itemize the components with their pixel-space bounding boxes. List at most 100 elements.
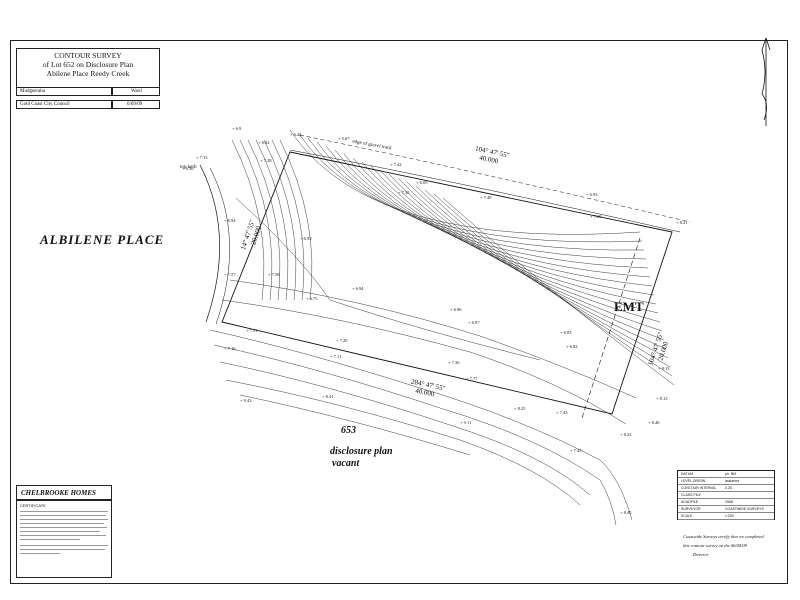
- contour-lines: [231, 129, 675, 386]
- spot-level: + 8.22: [620, 432, 632, 437]
- spot-level: + 7.51: [246, 328, 258, 333]
- info-row: CLASS FILE: [678, 492, 774, 499]
- info-value: 1:200: [725, 514, 734, 518]
- certificate-text: [20, 515, 106, 516]
- contour-line: [370, 165, 659, 314]
- note-line-2: this contour survey on the 06/09/09: [683, 543, 747, 548]
- spot-level: + 8.41: [322, 394, 334, 399]
- spot-level: + 7.35: [398, 190, 410, 195]
- contour-line: [271, 139, 305, 301]
- spot-level: + 8.46: [648, 420, 660, 425]
- spot-level: + 7.77: [466, 376, 478, 381]
- certificate-text: [20, 531, 100, 532]
- certificate-heading: CERTIFICATE: [20, 503, 46, 508]
- info-value: COASTWIDE SURVEYS: [725, 507, 764, 511]
- title-line-1: CONTOUR SURVEY: [54, 51, 122, 60]
- contour-line: [239, 139, 273, 301]
- info-key: CLASS FILE: [681, 493, 701, 497]
- contour-line: [263, 139, 297, 301]
- county-field: Ward: [112, 87, 160, 96]
- contour-line: [343, 153, 653, 287]
- spot-level: + 6.93: [586, 192, 598, 197]
- spot-level: + 7.15: [196, 155, 208, 160]
- info-value: 2558: [725, 500, 733, 504]
- contour-line: [298, 133, 643, 243]
- contour-line: [433, 193, 673, 377]
- spot-level: + 8.13: [658, 366, 670, 371]
- certificate-text: [20, 539, 80, 540]
- certificate-text: [20, 549, 105, 550]
- kerb-line-inner: [209, 167, 230, 325]
- spot-level: + 6.82: [566, 344, 578, 349]
- contour-line: [255, 139, 289, 301]
- spot-level: + 7.28: [260, 158, 272, 163]
- contour-line: [334, 149, 651, 278]
- contour-line: [442, 197, 675, 386]
- spot-level: + 9.11: [460, 420, 472, 425]
- spot-level: + 7.45: [570, 448, 582, 453]
- lot-boundary: [221, 151, 673, 415]
- local-authority-field: Gold Coast City Council: [16, 100, 112, 109]
- info-key: SURVEYOR: [681, 507, 701, 511]
- spot-level: + 7.43: [556, 410, 568, 415]
- spot-level: + 5.67: [338, 136, 350, 141]
- county-value: Ward: [131, 89, 142, 94]
- certificate-box: CERTIFICATE: [16, 500, 112, 578]
- contour-line: [397, 177, 665, 341]
- certification-note: Coastwide Surveys certify that we comple…: [683, 532, 764, 559]
- parish-field: Mudgeeraba: [16, 87, 112, 96]
- certificate-text: [20, 519, 108, 520]
- contour-line: [388, 173, 663, 332]
- contour-line: [361, 161, 657, 305]
- contour-line: [289, 129, 641, 235]
- info-key: ACADFILE: [681, 500, 699, 504]
- title-line-2: of Lot 652 on Disclosure Plan: [42, 60, 134, 69]
- spot-level: + 6.94: [352, 286, 364, 291]
- info-row: DATUM ph. BM: [678, 471, 774, 478]
- certificate-text: [20, 523, 104, 524]
- certificate-text: [20, 553, 60, 554]
- spot-level: + 7.42: [390, 162, 402, 167]
- spot-level: + 7.36: [448, 360, 460, 365]
- kerb-line: [199, 164, 220, 323]
- title-line-3: Abilene Place Reedy Creek: [46, 69, 130, 78]
- company-name: CHELBROOKE HOMES: [16, 485, 112, 500]
- spot-level: + 6.96: [450, 307, 462, 312]
- lot-line-1: disclosure plan: [330, 446, 393, 457]
- info-value: ph. BM: [725, 472, 737, 476]
- spot-level: + 7.49: [480, 195, 492, 200]
- spot-level: + 6.94: [224, 218, 236, 223]
- spot-level: + 7.00: [590, 214, 602, 219]
- contour-line: [406, 181, 667, 350]
- spot-level: + 7.58: [268, 272, 280, 277]
- certificate-text: [20, 511, 108, 512]
- certificate-text: [20, 527, 107, 528]
- note-line-1: Coastwide Surveys certify that we comple…: [683, 534, 764, 539]
- lot-number: 653: [341, 425, 356, 436]
- date-field: 6/09/09: [112, 100, 160, 109]
- spot-level: + 7.11: [330, 354, 342, 359]
- spot-level: + 7.57: [224, 272, 236, 277]
- contour-line: [279, 139, 313, 301]
- sheet-border: [10, 40, 788, 584]
- north-arrow-icon: [761, 37, 771, 126]
- contour-line: [307, 137, 645, 251]
- spot-level: + 6.92: [258, 140, 270, 145]
- spot-level: + 6.22: [290, 132, 302, 137]
- info-key: LEVEL ORIGIN: [681, 479, 706, 483]
- lot-description: disclosure plan vacant: [330, 446, 393, 470]
- info-key: SCALE: [681, 514, 693, 518]
- easement-label: EMT: [614, 299, 644, 314]
- spot-level: + 8.25: [514, 406, 526, 411]
- spot-level: + 6.97: [468, 320, 480, 325]
- info-value: 0.25: [725, 486, 732, 490]
- spot-level: + 6.05: [416, 180, 428, 185]
- spot-level: + 9.43: [240, 398, 252, 403]
- parish-value: Mudgeeraba: [20, 89, 45, 94]
- easement-line: [581, 237, 641, 419]
- info-key: CONTOUR INTERVAL: [681, 486, 717, 490]
- info-key: DATUM: [681, 472, 694, 476]
